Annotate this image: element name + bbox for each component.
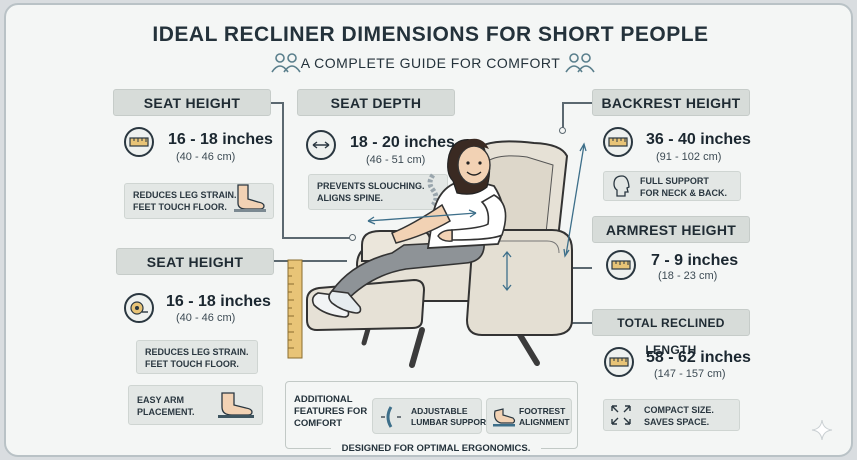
feature-footrest-alignment: FOOTREST ALIGNMENT — [486, 398, 572, 434]
seat-height-label-bottom: SEAT HEIGHT — [116, 248, 274, 275]
seat-depth-inches: 18 - 20 inches — [350, 134, 455, 151]
backrest-height-label: BACKREST HEIGHT — [592, 89, 750, 116]
ruler-icon — [606, 250, 636, 280]
tape-measure-icon — [124, 293, 154, 323]
seat-depth-label: SEAT DEPTH — [297, 89, 455, 116]
connector-line — [282, 102, 284, 237]
armrest-height-inches: 7 - 9 inches — [651, 252, 739, 269]
ruler-icon — [124, 127, 154, 157]
height-ruler — [287, 259, 303, 359]
features-title: ADDITIONAL FEATURES FOR COMFORT — [294, 394, 368, 429]
seat-height-inches: 16 - 18 inches — [168, 131, 273, 148]
connector-line — [562, 322, 592, 324]
foot-icon — [493, 408, 516, 427]
connector-line — [272, 260, 347, 262]
arm-placement-note: EASY ARM PLACEMENT. — [128, 385, 263, 425]
connector-line — [562, 102, 592, 104]
connector-line — [562, 102, 564, 128]
backrest-height-inches: 36 - 40 inches — [646, 131, 751, 148]
people-icon — [565, 53, 595, 73]
connector-dot — [349, 234, 356, 241]
total-reclined-length-cm: (147 - 157 cm) — [654, 368, 726, 380]
foot-icon — [218, 392, 254, 418]
feature-lumbar-support: ADJUSTABLE LUMBAR SUPPORT — [372, 398, 491, 434]
seat-depth-cm: (46 - 51 cm) — [366, 154, 426, 166]
armrest-height-label: ARMREST HEIGHT — [592, 216, 750, 243]
total-reclined-length-note: COMPACT SIZE. SAVES SPACE. — [603, 399, 740, 431]
page-title: IDEAL RECLINER DIMENSIONS FOR SHORT PEOP… — [152, 23, 709, 46]
recliner-illustration — [306, 138, 587, 368]
total-reclined-length-label: TOTAL RECLINED LENGTH — [592, 309, 750, 357]
armrest-height-cm: (18 - 23 cm) — [658, 270, 718, 282]
ruler-icon — [603, 127, 633, 157]
foot-icon — [234, 184, 266, 212]
neck-icon — [613, 175, 630, 197]
additional-features-box: ADDITIONAL FEATURES FOR COMFORT ADJUSTAB… — [285, 381, 578, 449]
ruler-icon — [604, 347, 634, 377]
seat-height-bottom-inches: 16 - 18 inches — [166, 293, 271, 310]
seat-depth-note: PREVENTS SLOUCHING. ALIGNS SPINE. — [308, 174, 448, 210]
connector-line — [282, 237, 352, 239]
page-subtitle: A COMPLETE GUIDE FOR COMFORT — [300, 55, 561, 71]
backrest-height-note: FULL SUPPORT FOR NECK & BACK. — [603, 171, 741, 201]
spine-icon — [381, 406, 401, 428]
connector-line — [269, 102, 283, 104]
seat-height-label: SEAT HEIGHT — [113, 89, 271, 116]
seat-height-cm: (40 - 46 cm) — [176, 151, 236, 163]
depth-arrow-icon — [306, 130, 336, 160]
seat-height-bottom-note: REDUCES LEG STRAIN. FEET TOUCH FLOOR. — [136, 340, 258, 374]
footer-text: DESIGNED FOR OPTIMAL ERGONOMICS. — [331, 438, 541, 455]
backrest-height-cm: (91 - 102 cm) — [656, 151, 722, 163]
people-icon — [271, 53, 301, 73]
spine-icon — [427, 173, 439, 207]
total-reclined-length-inches: 58 - 62 inches — [646, 349, 751, 366]
seat-height-bottom-cm: (40 - 46 cm) — [176, 312, 236, 324]
infographic-frame: IDEAL RECLINER DIMENSIONS FOR SHORT PEOP… — [4, 3, 853, 457]
connector-dot — [559, 127, 566, 134]
sparkle-icon — [811, 419, 833, 441]
connector-line — [572, 267, 592, 269]
compact-icon — [611, 405, 631, 425]
